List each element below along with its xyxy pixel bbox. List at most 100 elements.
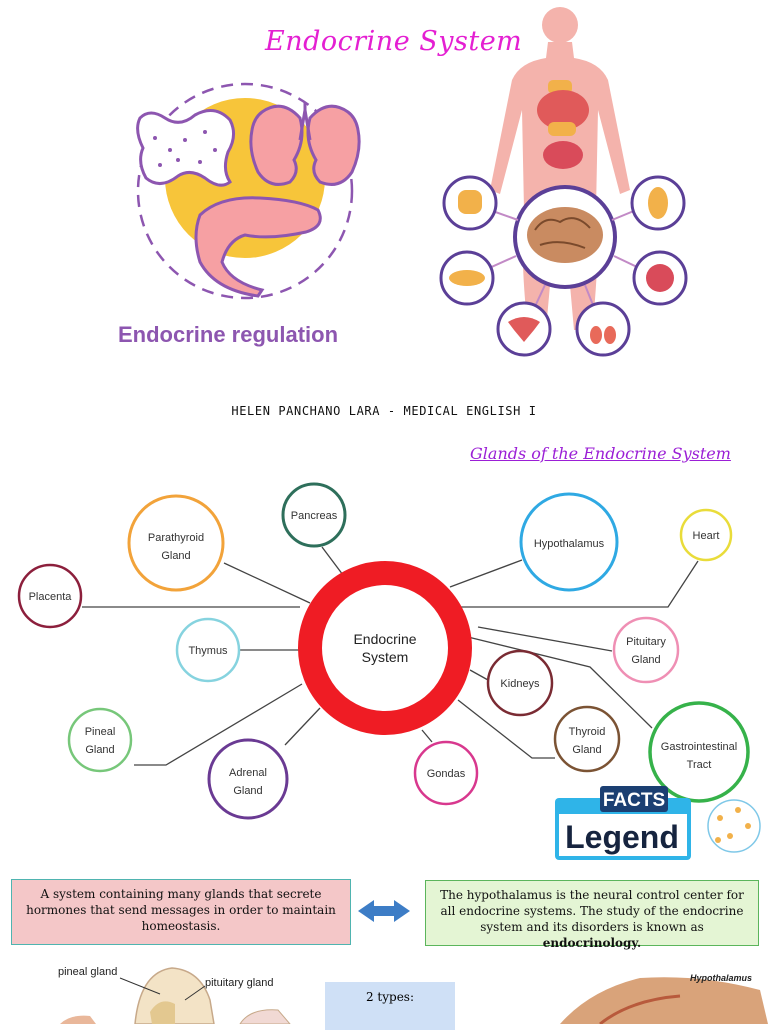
center-line-2: System	[362, 649, 409, 665]
testis-left-icon	[590, 326, 602, 344]
pancreas-organ	[548, 122, 576, 136]
thymus-label: Thymus	[188, 645, 228, 657]
pituitary-label-2: Gland	[631, 654, 660, 666]
pineal-label-1: Pineal	[85, 726, 116, 738]
endocrine-regulation-label: Endocrine regulation	[118, 322, 339, 347]
pancreas-label: Pancreas	[291, 510, 338, 522]
left-kidney-icon	[249, 104, 304, 186]
gondas-circle	[413, 740, 479, 806]
center-ring	[298, 561, 472, 735]
endocrine-regulation-illustration	[136, 82, 361, 300]
node-thyroid: Thyroid Gland	[553, 705, 621, 773]
hypothalamus-illustration	[560, 977, 768, 1024]
system-definition-box: A system containing many glands that sec…	[11, 879, 351, 945]
kidney-small-icon	[646, 264, 674, 292]
uterus-small-icon	[508, 317, 540, 342]
placenta-label: Placenta	[29, 591, 73, 603]
author-line: HELEN PANCHANO LARA - MEDICAL ENGLISH I	[231, 404, 537, 418]
pituitary-gland-label: pituitary gland	[205, 977, 274, 989]
pituitary-circle	[612, 616, 680, 684]
body-organs-illustration	[439, 7, 688, 357]
pineal-circle	[67, 707, 133, 773]
brain-section-illustration	[60, 967, 768, 1024]
heart-circle	[679, 508, 733, 562]
node-adrenal: Adrenal Gland	[207, 738, 289, 820]
node-gastro: Gastrointestinal Tract	[648, 701, 750, 803]
endocrinology-keyword: endocrinology.	[542, 936, 642, 950]
hypothalamus-image-label: Hypothalamus	[690, 973, 753, 983]
brain-network-icon	[707, 799, 761, 853]
pancreas-circle	[281, 482, 347, 548]
parathyroid-label-2: Gland	[161, 550, 190, 562]
thyroid-dots	[153, 130, 217, 167]
pineal-gland-label: pineal gland	[58, 966, 118, 978]
parathyroid-label-1: Parathyroid	[148, 532, 204, 544]
hypothalamus-detail	[599, 994, 681, 1024]
node-pituitary: Pituitary Gland	[612, 616, 680, 684]
hypothalamus-info-text: The hypothalamus is the neural control c…	[440, 888, 744, 950]
thyroid-label-1: Thyroid	[569, 726, 606, 738]
pancreas-icon	[194, 196, 322, 298]
gastro-label-1: Gastrointestinal	[661, 741, 737, 753]
kidney-organ	[543, 141, 583, 169]
pituitary-pointer	[184, 985, 206, 1001]
gastro-label-2: Tract	[687, 759, 712, 771]
thyroid-circle	[553, 705, 621, 773]
thyroid-icon	[136, 109, 235, 187]
adrenal-small-icon	[648, 187, 668, 219]
center-node: Endocrine System	[298, 561, 472, 735]
adrenal-label-2: Gland	[233, 785, 262, 797]
brain-folds	[534, 217, 591, 249]
hypothalamus-info-box: The hypothalamus is the neural control c…	[425, 880, 759, 950]
node-pancreas: Pancreas	[281, 482, 347, 548]
logo-inner	[559, 814, 687, 856]
hypothalamus-circle	[519, 492, 619, 592]
thyroid-small-icon	[458, 190, 482, 214]
facts-legend-logo: FACTS Legend	[555, 786, 761, 860]
node-hypothalamus: Hypothalamus	[519, 492, 619, 592]
pancreas-small-icon	[449, 270, 485, 286]
node-placenta: Placenta	[17, 563, 83, 629]
gondas-label: Gondas	[427, 768, 466, 780]
hypothalamus-label: Hypothalamus	[534, 538, 605, 550]
gastro-circle	[648, 701, 750, 803]
kidneys-label: Kidneys	[500, 678, 540, 690]
brain-edge-right	[239, 1009, 291, 1024]
right-kidney-icon	[306, 104, 361, 186]
parathyroid-circle	[127, 494, 225, 592]
node-heart: Heart	[679, 508, 733, 562]
pituitary-label-1: Pituitary	[626, 636, 666, 648]
kidneys-circle	[486, 649, 554, 717]
logo-facts-badge	[600, 786, 668, 812]
adrenal-circle	[207, 738, 289, 820]
node-gondas: Gondas	[413, 740, 479, 806]
logo-facts-text: FACTS	[603, 790, 665, 811]
brain-network-dots	[715, 807, 751, 843]
node-thymus: Thymus	[175, 617, 241, 683]
types-box: 2 types:	[325, 982, 455, 1030]
thyroid-label-2: Gland	[572, 744, 601, 756]
pineal-pointer	[119, 977, 161, 995]
page-title: Endocrine System	[265, 26, 523, 57]
lung-organ	[537, 90, 589, 130]
node-parathyroid: Parathyroid Gland	[127, 494, 225, 592]
node-pineal: Pineal Gland	[67, 707, 133, 773]
kidney-vessels	[298, 102, 312, 141]
node-kidneys: Kidneys	[486, 649, 554, 717]
center-line-1: Endocrine	[353, 631, 416, 647]
pineal-label-2: Gland	[85, 744, 114, 756]
testes-bubble	[575, 301, 631, 357]
pituitary-region	[150, 1001, 175, 1024]
adrenal-label-1: Adrenal	[229, 767, 267, 779]
dashed-circle	[136, 82, 354, 300]
connector-lines	[82, 546, 699, 766]
heart-label: Heart	[693, 530, 720, 542]
testis-right-icon	[604, 326, 616, 344]
thymus-circle	[175, 617, 241, 683]
glands-heading: Glands of the Endocrine System	[470, 444, 731, 463]
head-shape	[542, 7, 578, 43]
brain-edge-left	[60, 1015, 96, 1024]
double-arrow-icon	[358, 900, 410, 922]
